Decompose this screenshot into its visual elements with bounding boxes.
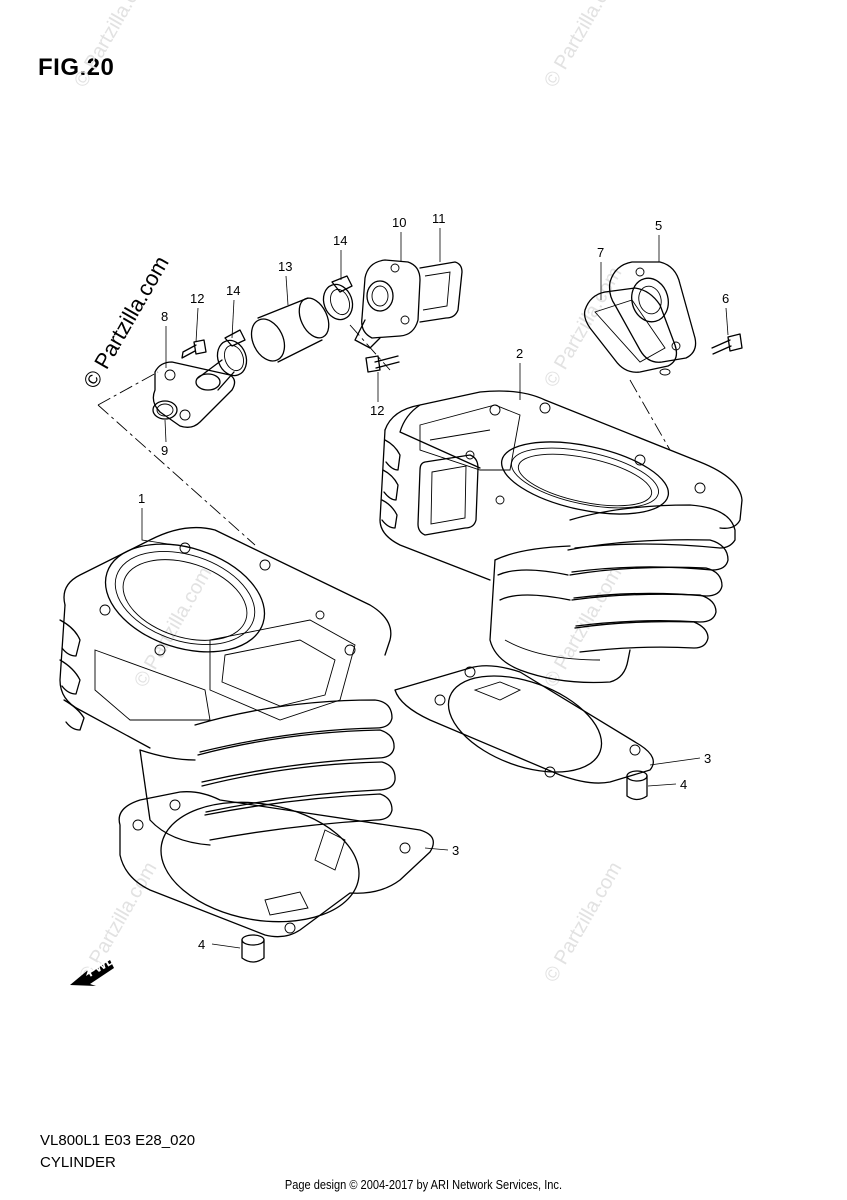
section-name: CYLINDER — [40, 1154, 116, 1171]
water-hose[interactable] — [245, 293, 335, 366]
hose-clamp-left[interactable] — [213, 329, 252, 380]
callout-1[interactable]: 1 — [138, 491, 145, 506]
callout-10[interactable]: 10 — [392, 215, 406, 230]
front-cylinder[interactable] — [59, 525, 396, 846]
assembly-lines — [97, 324, 671, 546]
rear-cover[interactable] — [608, 261, 697, 363]
leader-lines — [141, 228, 729, 949]
callout-13[interactable]: 13 — [278, 259, 292, 274]
callout-11[interactable]: 11 — [432, 211, 446, 226]
bolt-cover[interactable] — [711, 333, 743, 355]
callout-8[interactable]: 8 — [161, 309, 168, 324]
callout-12a[interactable]: 12 — [190, 291, 204, 306]
callout-12b[interactable]: 12 — [370, 403, 384, 418]
callouts: 1 2 3 3 4 4 5 6 7 8 9 10 11 12 12 13 14 … — [138, 211, 729, 952]
rear-cover-gasket[interactable] — [583, 287, 678, 373]
callout-14a[interactable]: 14 — [226, 283, 240, 298]
callout-14b[interactable]: 14 — [333, 233, 347, 248]
bolt-fitting[interactable] — [181, 339, 207, 359]
callout-6[interactable]: 6 — [722, 291, 729, 306]
dowel-pin-rear[interactable] — [626, 770, 648, 801]
callout-4a[interactable]: 4 — [680, 777, 687, 792]
outlet-housing[interactable] — [354, 259, 421, 349]
rear-cylinder-base-gasket[interactable] — [394, 657, 654, 791]
callout-5[interactable]: 5 — [655, 218, 662, 233]
callout-7[interactable]: 7 — [597, 245, 604, 260]
cover-washer[interactable] — [659, 368, 671, 376]
housing-gasket[interactable] — [419, 261, 463, 323]
callout-2[interactable]: 2 — [516, 346, 523, 361]
bolt-housing[interactable] — [365, 355, 400, 373]
callout-3a[interactable]: 3 — [704, 751, 711, 766]
front-cylinder-base-gasket[interactable] — [118, 788, 434, 938]
fwd-arrow-icon: FWD — [70, 952, 117, 986]
dowel-pin-front[interactable] — [241, 934, 265, 963]
callout-4b[interactable]: 4 — [198, 937, 205, 952]
hose-clamp-right[interactable] — [319, 275, 358, 324]
copyright-footer: Page design © 2004-2017 by ARI Network S… — [284, 1177, 563, 1192]
rear-cylinder[interactable] — [379, 390, 743, 684]
model-code: VL800L1 E03 E28_020 — [40, 1132, 196, 1149]
fig-title: FIG.20 — [38, 54, 115, 81]
callout-9[interactable]: 9 — [161, 443, 168, 458]
o-ring[interactable] — [152, 400, 178, 420]
callout-3b[interactable]: 3 — [452, 843, 459, 858]
